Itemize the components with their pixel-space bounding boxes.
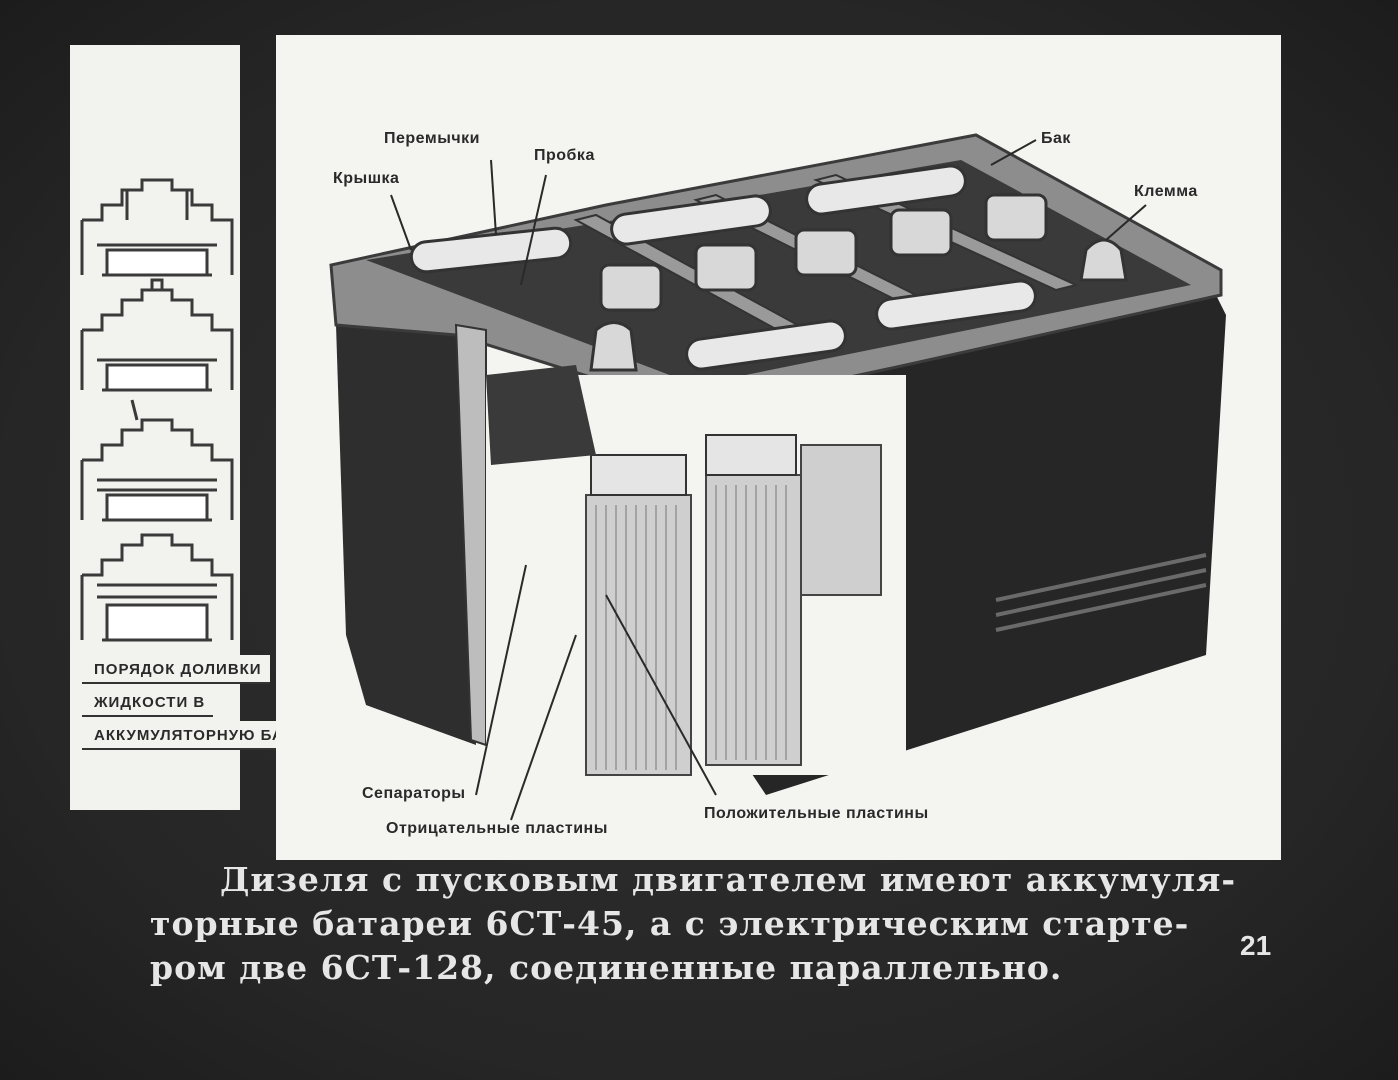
body-text-line-2: торные батареи 6СТ-45, а с электрическим… — [150, 904, 1190, 943]
refill-step-4 — [80, 533, 234, 642]
battery-diagram-panel: Перемычки Пробка Крышка Бак Клемма Сепар… — [276, 35, 1281, 860]
refill-caption-line-2: ЖИДКОСТИ В — [82, 688, 214, 717]
slide-body-text: Дизеля с пусковым двигателем имеют аккум… — [150, 858, 1237, 990]
plugs-terminals — [589, 193, 1128, 372]
refill-step-3 — [80, 399, 234, 522]
label-klemma: Клемма — [1134, 183, 1198, 200]
label-peremychki: Перемычки — [384, 130, 480, 147]
electrolyte-area — [486, 365, 596, 465]
battery-case-left — [336, 325, 476, 745]
label-kryshka: Крышка — [333, 170, 400, 187]
label-otricatelnye-plastiny: Отрицательные пластины — [386, 820, 608, 837]
leader-lines — [390, 139, 1147, 821]
body-text-line-1: Дизеля с пусковым двигателем имеют аккум… — [220, 860, 1237, 899]
refill-step-2 — [80, 278, 234, 392]
label-bak: Бак — [1041, 130, 1071, 147]
refill-steps-illustration — [80, 178, 234, 642]
page-number: 21 — [1240, 930, 1272, 961]
refill-caption-line-1: ПОРЯДОК ДОЛИВКИ — [82, 655, 270, 684]
body-text-line-3: ром две 6СТ-128, соединенные параллельно… — [150, 948, 1063, 987]
refill-step-1 — [80, 178, 234, 277]
plate-stacks — [585, 434, 882, 776]
label-polozhitelnye-plastiny: Положительные пластины — [704, 805, 929, 822]
label-separatory: Сепараторы — [362, 785, 466, 802]
battery-cutaway-illustration — [329, 133, 1226, 821]
label-probka: Пробка — [534, 147, 595, 164]
